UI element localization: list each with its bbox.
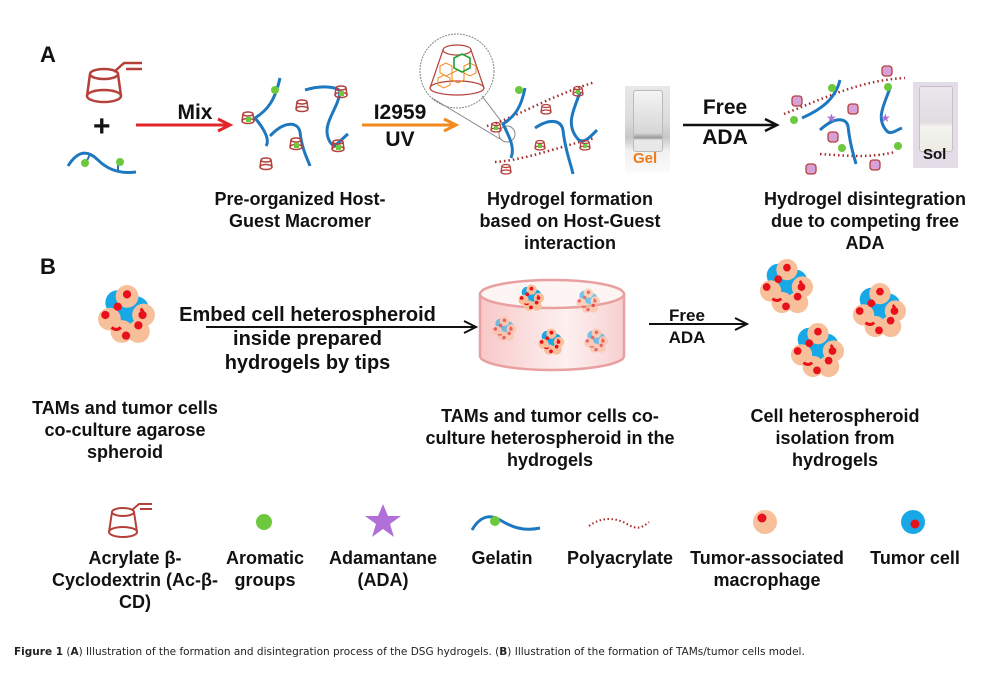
macromer-caption: Pre-organized Host- Guest Macromer: [190, 188, 410, 232]
label-line: Tumor-associated: [690, 548, 844, 568]
caption-a-ref: A: [70, 646, 79, 658]
label-line: ADA: [668, 328, 706, 347]
label-line: groups: [234, 570, 296, 590]
caption-b-ref: B: [499, 646, 508, 658]
caption-line: Guest Macromer: [228, 211, 372, 231]
uv-label: UV: [385, 128, 415, 151]
uv-arrow: [362, 117, 460, 133]
free-label: Free: [702, 96, 748, 119]
caption-line: interaction: [523, 233, 616, 253]
caption-line: TAMs and tumor cells co-: [441, 406, 659, 426]
label-line: Embed cell heterospheroid: [179, 304, 436, 326]
vial-outline: [633, 90, 663, 152]
legend-label-tumor-cell: Tumor cell: [855, 547, 975, 569]
acrylate-cyclodextrin-icon: [85, 61, 142, 104]
caption-line: Hydrogel formation: [486, 189, 653, 209]
legend-label-macrophage: Tumor-associated macrophage: [672, 547, 862, 591]
hydrogel-dish: [478, 278, 626, 372]
isolated-spheroid: [757, 258, 815, 316]
acrylate-cyclodextrin-icon: [108, 503, 152, 538]
caption-line: co-culture agarose: [44, 420, 206, 440]
panel-a-label: A: [40, 42, 56, 67]
vial-outline: [919, 86, 953, 152]
svg-text:★: ★: [880, 111, 891, 125]
embed-arrow: [206, 320, 479, 334]
figure-caption: Figure 1 (A) Illustration of the formati…: [14, 646, 805, 658]
agarose-spheroid: [95, 284, 157, 346]
sol-vial-photo: Sol: [913, 82, 958, 168]
gel-label: Gel: [633, 150, 658, 167]
label-line: Polyacrylate: [566, 548, 674, 568]
label-line: hydrogels by tips: [224, 352, 391, 374]
caption-line: TAMs and tumor cells: [32, 398, 218, 418]
i2959-label: I2959: [373, 101, 427, 124]
svg-text:★: ★: [826, 111, 837, 125]
label-line: inside prepared: [233, 328, 382, 350]
caption-line: Pre-organized Host-: [214, 189, 386, 209]
plus-sign: +: [93, 110, 111, 143]
label-line: Cyclodextrin (Ac-β-: [51, 570, 218, 590]
label-line: Acrylate β-: [88, 548, 182, 568]
isolated-spheroid: [788, 322, 846, 380]
gelatin-icon: [470, 515, 541, 531]
polyacrylate-icon: [588, 518, 650, 529]
free-ada-b-label: Free ADA: [652, 305, 722, 349]
caption-a-text: Illustration of the formation and disint…: [82, 646, 500, 658]
isolated-spheroid: [850, 282, 908, 340]
free-ada-arrow: [683, 117, 780, 133]
embed-step-label: Embed cell heterospheroid inside prepare…: [165, 303, 450, 375]
host-guest-inset: [419, 33, 516, 143]
caption-line: Hydrogel disintegration: [763, 189, 967, 209]
legend-label-polyacrylate: Polyacrylate: [555, 547, 685, 569]
caption-line: hydrogels: [506, 450, 594, 470]
label-line: Adamantane: [328, 548, 438, 568]
caption-line: Cell heterospheroid: [750, 406, 920, 426]
gelatin-aromatic-reactant: [66, 151, 137, 174]
isolation-caption: Cell heterospheroid isolation from hydro…: [720, 405, 950, 471]
adamantane-star-icon: [365, 504, 401, 537]
caption-line: culture heterospheroid in the: [425, 428, 675, 448]
caption-line: hydrogels: [791, 450, 879, 470]
disintegrated-network: ★ ★: [783, 65, 906, 175]
caption-line: due to competing free: [770, 211, 959, 231]
hydrogel-spheroid-caption: TAMs and tumor cells co- culture heteros…: [400, 405, 700, 471]
ada-label: ADA: [702, 126, 748, 149]
caption-line: isolation from: [775, 428, 895, 448]
label-line: (ADA): [357, 570, 409, 590]
legend-label-aromatic: Aromatic groups: [215, 547, 315, 591]
macrophage-icon: [753, 510, 777, 534]
label-line: Tumor cell: [870, 548, 960, 568]
mix-arrow: [136, 117, 234, 133]
panel-b-label: B: [40, 254, 56, 279]
label-line: CD): [119, 592, 151, 612]
label-line: macrophage: [713, 570, 821, 590]
sol-label: Sol: [923, 146, 947, 163]
legend-label-cyclodextrin: Acrylate β- Cyclodextrin (Ac-β- CD): [30, 547, 240, 613]
hydrogel-formation-caption: Hydrogel formation based on Host-Guest i…: [450, 188, 690, 254]
legend-label-adamantane: Adamantane (ADA): [318, 547, 448, 591]
hydrogel-disintegration-caption: Hydrogel disintegration due to competing…: [745, 188, 985, 254]
label-line: Gelatin: [471, 548, 533, 568]
caption-line: ADA: [845, 233, 885, 253]
label-line: Aromatic: [225, 548, 305, 568]
figure-number: Figure 1: [14, 646, 64, 658]
gel-vial-photo: Gel: [625, 86, 670, 172]
spheroid-caption: TAMs and tumor cells co-culture agarose …: [10, 397, 240, 463]
caption-line: spheroid: [86, 442, 163, 462]
host-guest-macromer-network: [241, 77, 349, 171]
caption-line: based on Host-Guest: [479, 211, 661, 231]
hydrogel-network: [486, 80, 599, 175]
tumor-cell-icon: [901, 510, 925, 534]
caption-b-text: Illustration of the formation of TAMs/tu…: [511, 646, 805, 658]
mix-label: Mix: [177, 101, 213, 124]
label-line: Free: [669, 306, 705, 325]
free-ada-b-arrow: [649, 317, 750, 331]
aromatic-group-icon: [256, 514, 272, 530]
legend-label-gelatin: Gelatin: [462, 547, 542, 569]
